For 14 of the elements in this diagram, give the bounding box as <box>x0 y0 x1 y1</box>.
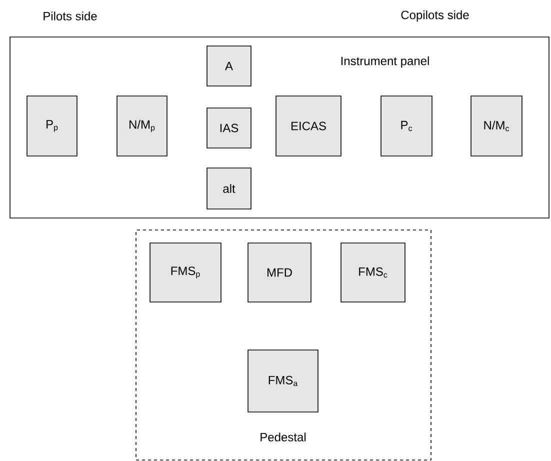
instrument-box: A <box>206 46 252 86</box>
side-label: Copilots side <box>401 10 469 22</box>
instrument-box: MFD <box>248 242 312 302</box>
instrument-box: N/M$_{c}$ <box>470 96 522 156</box>
side-label: Pilots side <box>44 12 97 20</box>
instrument-box: P$_{c}$ <box>380 96 432 156</box>
instrument-box: IAS <box>206 108 252 148</box>
instrument-box: alt <box>206 168 252 210</box>
instrument-box: EICAS <box>276 96 342 156</box>
instrument-box: FMS$_{c}$ <box>340 242 406 302</box>
instrument-box: N/M$_{p}$ <box>116 96 168 156</box>
instrument-box: FMS$_{a}$ <box>248 350 318 412</box>
instrument-box: P$_{p}$ <box>26 96 78 156</box>
instrument-box: FMS$_{p}$ <box>150 242 222 302</box>
